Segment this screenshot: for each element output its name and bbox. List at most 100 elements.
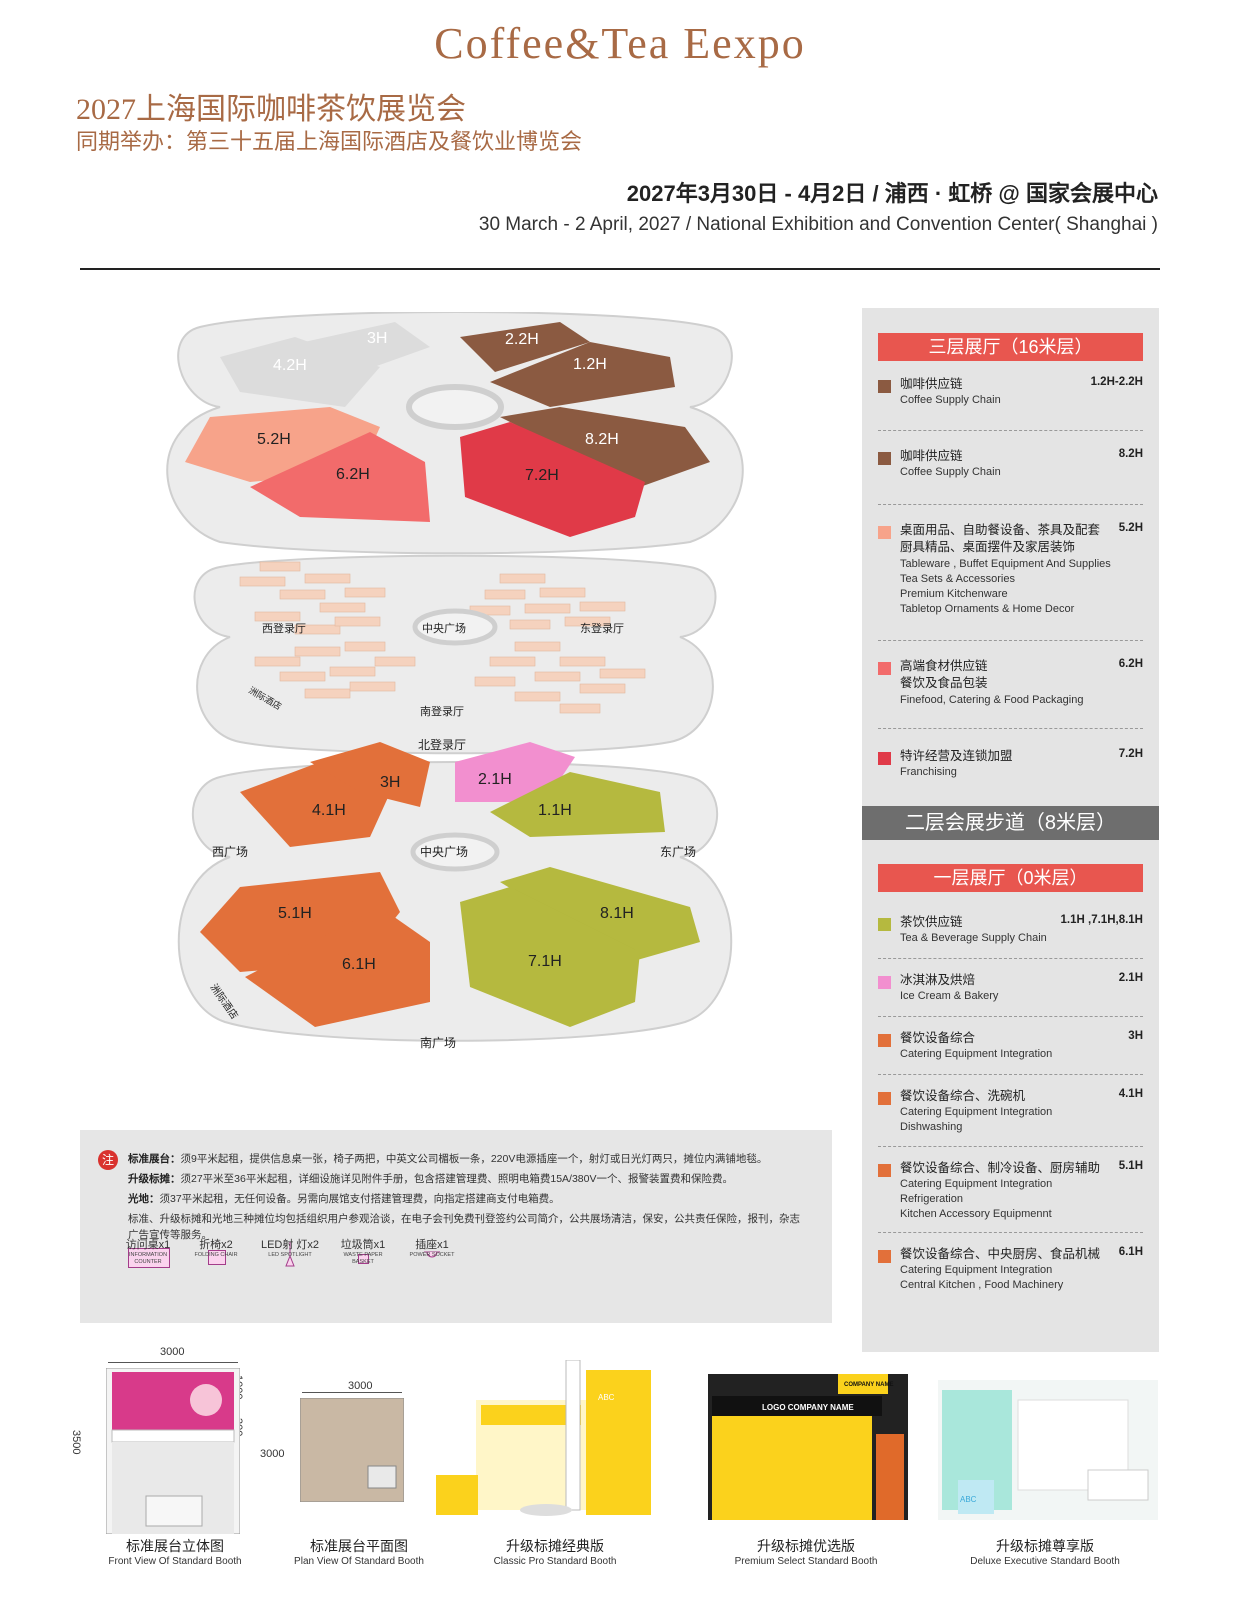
legend-cn: 桌面用品、自助餐设备、茶具及配套	[900, 523, 1101, 537]
legend-cn: 餐饮设备综合、中央厨房、食品机械	[900, 1247, 1101, 1261]
legend-cn: 咖啡供应链	[900, 449, 963, 463]
legend-cn: 冰淇淋及烘焙	[900, 973, 976, 987]
legend-en: Refrigeration	[900, 1193, 963, 1205]
caption-cn: 升级标摊尊享版	[996, 1538, 1094, 1554]
deluxe-executive-booth-image: ABC	[938, 1380, 1158, 1520]
subtitle-cn: 同期举办：第三十五届上海国际酒店及餐饮业博览会	[76, 129, 583, 154]
header-divider	[80, 268, 1160, 270]
legend-cn: 高端食材供应链	[900, 659, 988, 673]
hall-label: 5.1H	[278, 905, 312, 922]
hall-4-2h	[220, 337, 380, 407]
note-text: 须27平米至36平米起租，详细设施详见附件手册，包含搭建管理费、照明电箱费15A…	[180, 1173, 733, 1185]
hall-label: 4.1H	[312, 802, 346, 819]
facility-en: WASTE PAPER	[343, 1252, 383, 1258]
middle-ring	[412, 608, 498, 646]
legend-hall: 6.1H	[1118, 1246, 1143, 1258]
label-east-lobby: 东登录厅	[580, 621, 624, 635]
hall-label: 7.1H	[528, 953, 562, 970]
note-badge: 注	[98, 1150, 118, 1170]
note-text: 须37平米起租，无任何设备。另需向展馆支付搭建管理费，向指定搭建商支付电箱费。	[159, 1193, 560, 1205]
facility-cn: LED射 灯x2	[260, 1239, 320, 1251]
hall-label: 1.1H	[538, 802, 572, 819]
floor1-band: 一层展厅（0米层）	[878, 864, 1143, 892]
color-swatch	[878, 526, 891, 539]
facility-en: BASKET	[352, 1259, 374, 1265]
caption-classic: 升级标摊经典版 Classic Pro Standard Booth	[470, 1536, 640, 1567]
logo-text: ABC	[960, 1495, 977, 1504]
note-text: 须9平米起租，提供信息桌一张，椅子两把，中英文公司楣板一条，220V电源插座一个…	[180, 1153, 768, 1165]
legend-en: Coffee Supply Chain	[900, 466, 1001, 478]
facility-en: LED SPOTLIGHT	[268, 1252, 312, 1258]
caption-cn: 标准展台立体图	[126, 1538, 224, 1554]
legend-divider	[878, 1232, 1143, 1233]
legend-en: Catering Equipment Integration	[900, 1106, 1053, 1118]
legend-divider	[878, 504, 1143, 505]
hall-1-1h	[490, 772, 665, 837]
color-swatch	[878, 976, 891, 989]
waste-basket-icon	[358, 1254, 369, 1264]
caption-cn: 标准展台平面图	[310, 1538, 408, 1554]
premium-select-booth-image: LOGO COMPANY NAME COMPANY NAME	[708, 1374, 908, 1520]
power-socket-icon	[424, 1251, 440, 1258]
legend-en: Coffee Supply Chain	[900, 394, 1001, 406]
walkway-booths	[239, 561, 646, 714]
label-central-plaza: 中央广场	[422, 621, 466, 635]
hall-6-2h	[250, 432, 430, 522]
hall-label: 6.2H	[336, 466, 370, 483]
legend-hall: 3H	[1128, 1030, 1143, 1042]
notes-panel: 注 标准展台：须9平米起租，提供信息桌一张，椅子两把，中英文公司楣板一条，220…	[80, 1130, 832, 1323]
label-west-lobby: 西登录厅	[262, 621, 306, 635]
facility-item: 折椅x2 FOLDING CHAIR	[183, 1236, 249, 1259]
legend-en: Catering Equipment Integration	[900, 1048, 1053, 1060]
legend-hall: 6.2H	[1118, 658, 1143, 670]
legend-en: Franchising	[900, 766, 957, 778]
folding-chair-icon	[208, 1250, 226, 1265]
dim-plan-w: 3000	[348, 1380, 373, 1392]
legend-hall: 5.1H	[1118, 1160, 1143, 1172]
caption-front-view: 标准展台立体图 Front View Of Standard Booth	[80, 1536, 270, 1567]
legend-hall: 4.1H	[1118, 1088, 1143, 1100]
label-west-square: 西广场	[212, 845, 248, 859]
legend-en: Catering Equipment Integration	[900, 1178, 1053, 1190]
note-line: 广告宣传等服务。	[128, 1229, 212, 1241]
legend-divider	[878, 1074, 1143, 1075]
hall-3h-lower	[310, 742, 430, 807]
legend-panel: 三层展厅（16米层） 咖啡供应链 Coffee Supply Chain 1.2…	[862, 308, 1159, 1352]
lower-ring	[410, 832, 500, 872]
floor3-band: 三层展厅（16米层）	[878, 333, 1143, 361]
logo-text: LOGO COMPANY NAME	[762, 1403, 854, 1412]
classic-pro-booth-image: ABC	[436, 1360, 651, 1516]
legend-cn: 特许经营及连锁加盟	[900, 749, 1013, 763]
color-swatch	[878, 752, 891, 765]
note-line: 升级标摊：须27平米至36平米起租，详细设施详见附件手册，包含搭建管理费、照明电…	[128, 1172, 733, 1186]
hall-3h-upper	[295, 322, 430, 372]
legend-cn: 茶饮供应链	[900, 915, 963, 929]
legend-en: Catering Equipment Integration	[900, 1264, 1053, 1276]
upper-ring	[406, 384, 504, 430]
hall-label: 4.2H	[273, 357, 307, 374]
caption-deluxe: 升级标摊尊享版 Deluxe Executive Standard Booth	[950, 1536, 1140, 1567]
label-south-lobby: 南登录厅	[420, 704, 464, 718]
legend-cn: 餐饮设备综合	[900, 1031, 976, 1045]
facility-en: INFORMATION	[128, 1252, 168, 1258]
legend-cn: 餐饮设备综合、洗碗机	[900, 1089, 1026, 1103]
label-central-square: 中央广场	[420, 844, 468, 859]
legend-en: Tea Sets & Accessories	[900, 573, 1015, 585]
note-line: 标准、升级标摊和光地三种摊位均包括组织用户参观洽谈，在电子会刊免费刊登签约公司简…	[128, 1213, 800, 1225]
title-cn: 2027上海国际咖啡茶饮展览会	[76, 93, 466, 126]
dim-3500: 3500	[70, 1430, 82, 1455]
hall-label: 8.1H	[600, 905, 634, 922]
legend-divider	[878, 958, 1143, 959]
legend-divider	[878, 1146, 1143, 1147]
hall-label: 1.2H	[573, 356, 607, 373]
color-swatch	[878, 380, 891, 393]
legend-hall: 7.2H	[1118, 748, 1143, 760]
caption-en: Plan View Of Standard Booth	[294, 1556, 424, 1567]
legend-en: Premium Kitchenware	[900, 588, 1008, 600]
logo-text: ABC	[598, 1393, 615, 1402]
hall-6-1h	[245, 907, 430, 1027]
title-en: Coffee&Tea Eexpo	[434, 19, 806, 68]
facility-item: 插座x1 POWER SOCKET	[400, 1236, 464, 1259]
facility-cn: 插座x1	[415, 1239, 449, 1251]
hall-8-2h	[500, 407, 710, 487]
